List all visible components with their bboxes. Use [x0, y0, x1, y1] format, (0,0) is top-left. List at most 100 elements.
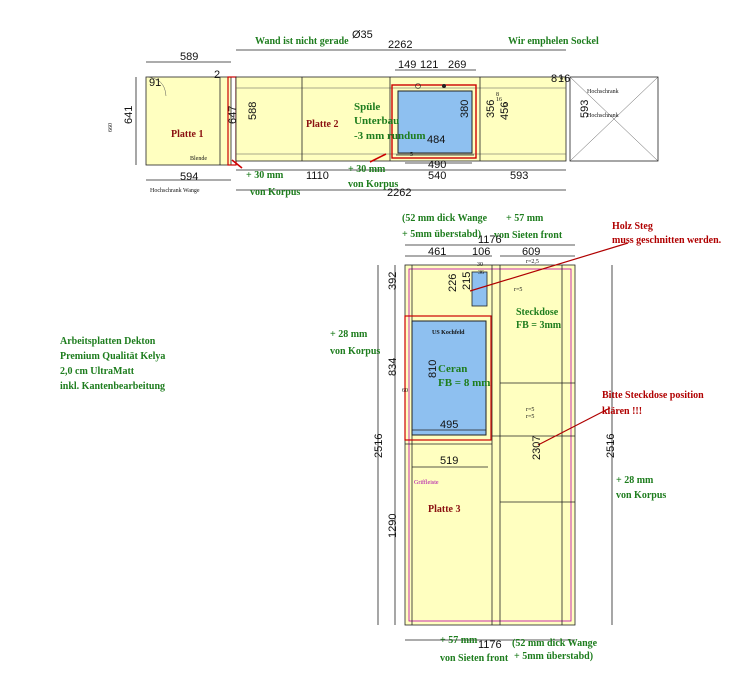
dim-r2-5: r=2,5 [526, 259, 539, 265]
platte-1-surface [145, 76, 232, 166]
socket-cutout [471, 271, 488, 307]
label-platte-2: Platte 2 [306, 119, 339, 130]
dim-60: 60 [402, 388, 408, 394]
note-holz-2: muss geschnitten werden. [612, 235, 722, 246]
note-steck-1: Bitte Steckdose position [602, 390, 704, 401]
note-plus28-right-2: von Korpus [616, 490, 666, 501]
label-griffleiste: Griffleiste [414, 479, 439, 486]
dim-2307: 2307 [531, 436, 543, 460]
dim-8-right: 8 [551, 73, 557, 85]
dim-269: 269 [448, 59, 466, 71]
dim-16: 16 [496, 97, 502, 103]
label-platte-1: Platte 1 [171, 129, 204, 140]
info-line-1: Arbeitsplatten Dekton [60, 336, 156, 347]
dim-456: 456 [499, 102, 511, 120]
dim-1110: 1110 [306, 170, 329, 182]
note-holz-1: Holz Steg [612, 221, 653, 232]
dim-2262-bottom: 2262 [387, 187, 411, 199]
dim-30: 30 [477, 262, 483, 268]
dim-593-right: 593 [579, 100, 591, 118]
note-plus57-bot-2: von Sieten front [440, 653, 509, 664]
dim-380: 380 [459, 100, 471, 118]
dim-1176-bottom: 1176 [478, 639, 502, 651]
platte-3-surface [404, 264, 576, 626]
dim-r5-b: r=5 [526, 407, 534, 413]
note-dick-bot-1: (52 mm dick Wange [512, 638, 598, 649]
top-plan [135, 49, 659, 191]
dim-461: 461 [428, 246, 446, 258]
dim-2516-left: 2516 [373, 434, 385, 458]
dim-121: 121 [420, 59, 438, 71]
note-dick-bot-2: + 5mm überstabd) [514, 651, 593, 662]
dim-91: 91 [149, 77, 161, 89]
note-plus57-top-2: von Sieten front [494, 230, 563, 241]
label-hochschrank-2: Hochschrank [587, 113, 619, 119]
label-platte-3: Platte 3 [428, 504, 461, 515]
dim-647: 647 [227, 106, 239, 124]
note-sockel: Wir emphelen Sockel [508, 36, 599, 47]
dim-diameter: Ø35 [352, 29, 373, 41]
note-wall: Wand ist nicht gerade [255, 36, 349, 47]
dim-810: 810 [427, 360, 439, 378]
note-plus30-mid-2: von Korpus [348, 179, 398, 190]
dim-106: 106 [472, 246, 490, 258]
sink-cutout [397, 90, 473, 154]
dim-215: 215 [461, 272, 473, 290]
dim-356: 356 [485, 100, 497, 118]
label-us-kochfeld: US Kochfeld [432, 330, 465, 336]
dim-r5-c: r=5 [526, 414, 534, 420]
dim-2262-top: 2262 [388, 39, 412, 51]
dim-2: 2 [214, 69, 220, 81]
note-plus28-right-1: + 28 mm [616, 475, 654, 486]
dim-2516-right: 2516 [605, 434, 617, 458]
note-plus30-left-2: von Korpus [250, 187, 300, 198]
note-dick-top-1: (52 mm dick Wange [402, 213, 488, 224]
note-plus57-top-1: + 57 mm [506, 213, 544, 224]
dim-660: 660 [108, 123, 114, 132]
dim-495: 495 [440, 419, 458, 431]
dim-641: 641 [123, 106, 135, 124]
dim-36: 36 [478, 270, 484, 276]
dim-8: 8 [496, 92, 499, 98]
info-line-3: 2,0 cm UltraMatt [60, 366, 135, 377]
label-steckdose-1: Steckdose [516, 307, 559, 318]
dim-588: 588 [247, 102, 259, 120]
info-line-4: inkl. Kantenbearbeitung [60, 381, 165, 392]
note-plus28-left-1: + 28 mm [330, 329, 368, 340]
dim-226: 226 [447, 274, 459, 292]
dim-589: 589 [180, 51, 198, 63]
label-ceran-2: FB = 8 mm [438, 377, 490, 389]
note-plus57-bot-1: + 57 mm [440, 635, 478, 646]
dim-5-right: 5 [410, 152, 413, 158]
note-plus28-left-2: von Korpus [330, 346, 380, 357]
dim-490: 490 [428, 159, 446, 171]
dim-593-bottom: 593 [510, 170, 528, 182]
label-spuele-1: Spüle [354, 101, 380, 113]
dim-1290: 1290 [387, 514, 399, 538]
dim-4: 4 [560, 76, 563, 82]
info-line-2: Premium Qualität Kelya [60, 351, 165, 362]
dim-16-right: 16 [558, 73, 570, 85]
bottom-plan [377, 242, 629, 641]
label-hochschrank-1: Hochschrank [587, 89, 619, 95]
dim-519: 519 [440, 455, 458, 467]
note-steck-2: klären !!! [602, 406, 642, 417]
note-plus30-left-1: + 30 mm [246, 170, 284, 181]
dim-1176-top: 1176 [478, 234, 502, 246]
note-dick-top-2: + 5mm überstabd) [402, 229, 481, 240]
tap-hole [415, 83, 421, 89]
hob-cutout [411, 320, 487, 436]
label-hochschrank-wange: Hochschrank Wange [150, 188, 200, 194]
label-steckdose-2: FB = 3mm [516, 320, 562, 331]
dim-594: 594 [180, 171, 198, 183]
note-plus30-mid-1: + 30 mm [348, 164, 386, 175]
dim-392: 392 [387, 272, 399, 290]
dim-609: 609 [522, 246, 540, 258]
label-spuele-3: -3 mm rundum [354, 130, 426, 142]
label-spuele-2: Unterbau [354, 115, 399, 127]
dim-5: 5 [504, 102, 507, 108]
dim-149: 149 [398, 59, 416, 71]
label-ceran-1: Ceran [438, 363, 467, 375]
dim-484: 484 [427, 134, 445, 146]
